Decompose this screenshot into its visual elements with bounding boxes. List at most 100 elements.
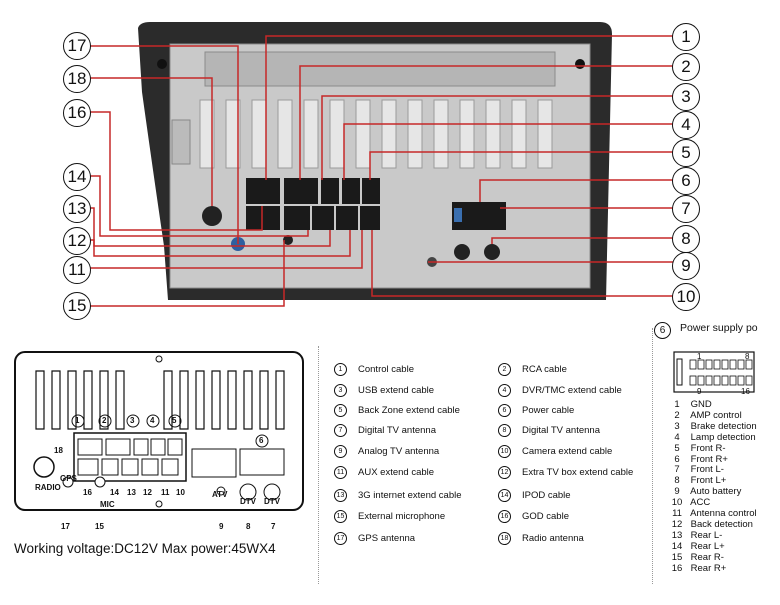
connector-pin-1-label: 1 <box>697 352 702 361</box>
legend-label: Extra TV box extend cable <box>522 467 634 478</box>
pin-label: Back detection <box>690 518 753 530</box>
schematic-num-9: 9 <box>219 522 224 531</box>
schematic-atv-label: ATV <box>212 490 228 499</box>
schematic-num-13: 13 <box>127 488 136 497</box>
legend-label: IPOD cable <box>522 490 571 501</box>
pin-label: Auto battery <box>690 486 742 498</box>
pin-number: 14 <box>671 540 683 552</box>
legend-num: 6 <box>498 404 511 417</box>
schematic-dtv-label-1: DTV <box>240 497 256 506</box>
pin-number: 3 <box>674 420 680 432</box>
blue-clip <box>454 208 462 222</box>
legend-item: 1 Control cable <box>334 363 414 376</box>
pin-number: 13 <box>671 529 683 541</box>
connector-pin-9-label: 9 <box>697 387 702 396</box>
pin-label: Front R+ <box>690 453 728 465</box>
pin-label: Rear R- <box>690 551 724 563</box>
connector-block <box>246 178 506 230</box>
pin-number: 5 <box>674 442 680 454</box>
legend-label: 3G internet extend cable <box>358 490 462 501</box>
pin-number: 6 <box>674 453 680 465</box>
schematic-mic-label: MIC <box>100 500 115 509</box>
legend-num: 2 <box>498 363 511 376</box>
pin-label: Lamp detection <box>690 431 756 443</box>
schematic-num-16: 16 <box>83 488 92 497</box>
schematic-num-15: 15 <box>95 522 104 531</box>
legend-label: Control cable <box>358 364 414 375</box>
callout-lines <box>90 35 674 307</box>
dtv-port-2 <box>484 244 500 260</box>
legend-num: 18 <box>498 532 511 545</box>
legend-num: 10 <box>498 445 511 458</box>
pin-row: 10 ACC <box>666 497 710 509</box>
pin-row: 8 Front L+ <box>666 475 726 487</box>
legend-label: AUX extend cable <box>358 467 435 478</box>
legend-num: 17 <box>334 532 347 545</box>
dtv-port-1 <box>454 244 470 260</box>
legend-label: Digital TV antenna <box>358 425 436 436</box>
schematic-num-1: 1 <box>75 416 80 425</box>
callout-7: 7 <box>672 195 700 223</box>
schematic-num-12: 12 <box>143 488 152 497</box>
schematic-gps-label: GPS <box>60 474 77 483</box>
power-connector-diagram <box>673 351 755 393</box>
pin-row: 7 Front L- <box>666 464 724 476</box>
legend-num: 9 <box>334 445 347 458</box>
connector-pin-16-label: 16 <box>741 387 750 396</box>
pin-number: 9 <box>674 486 680 498</box>
pin-label: Rear L+ <box>690 540 725 552</box>
pin-label: Brake detection <box>690 420 757 432</box>
callout-11: 11 <box>63 256 91 284</box>
legend-num: 14 <box>498 489 511 502</box>
legend-label: GPS antenna <box>358 533 416 544</box>
radio-antenna-port <box>202 206 222 226</box>
callout-8: 8 <box>672 225 700 253</box>
pin-row: 14 Rear L+ <box>666 540 725 553</box>
schematic-num-2: 2 <box>102 416 107 425</box>
pin-label: Rear L- <box>690 529 723 541</box>
legend-label: Back Zone extend cable <box>358 405 460 416</box>
pin-number: 12 <box>671 518 683 530</box>
heatsink-fins <box>199 99 553 169</box>
callout-5: 5 <box>672 139 700 167</box>
schematic-num-4: 4 <box>150 416 155 425</box>
divider <box>652 328 653 584</box>
legend-label: Power cable <box>522 405 575 416</box>
legend-num: 7 <box>334 424 347 437</box>
callout-1: 1 <box>672 23 700 51</box>
connector-pin-8-label: 8 <box>745 352 750 361</box>
pin-label: Front L- <box>690 464 724 476</box>
pin-number: 11 <box>672 508 682 519</box>
schematic-num-10: 10 <box>176 488 185 497</box>
pin-label: Antenna control <box>690 508 757 519</box>
legend-label: External microphone <box>358 511 446 522</box>
schematic-num-17: 17 <box>61 522 70 531</box>
callout-17: 17 <box>63 32 91 60</box>
pin-row: 12 Back detection <box>666 518 753 531</box>
pin-number: 15 <box>671 551 683 563</box>
schematic-num-7: 7 <box>271 522 276 531</box>
pin-row: 6 Front R+ <box>666 453 728 466</box>
legend-num: 16 <box>498 510 511 523</box>
legend-num: 1 <box>334 363 347 376</box>
legend-label: USB extend cable <box>358 385 435 396</box>
pin-number: 1 <box>674 399 680 410</box>
legend-num: 15 <box>334 510 347 523</box>
legend-item: 6 Power cable <box>498 404 574 417</box>
unit-rear-photo <box>90 22 674 307</box>
pin-label: GND <box>690 399 712 410</box>
legend-label: GOD cable <box>522 511 569 522</box>
rear-panel-schematic <box>14 351 304 511</box>
legend-item: 14 IPOD cable <box>498 489 571 502</box>
callout-16: 16 <box>63 99 91 127</box>
pin-row: 1 GND <box>666 399 712 411</box>
schematic-num-11: 11 <box>161 488 170 497</box>
pin-number: 10 <box>671 497 683 509</box>
power-supply-title: Power supply po <box>680 322 758 334</box>
